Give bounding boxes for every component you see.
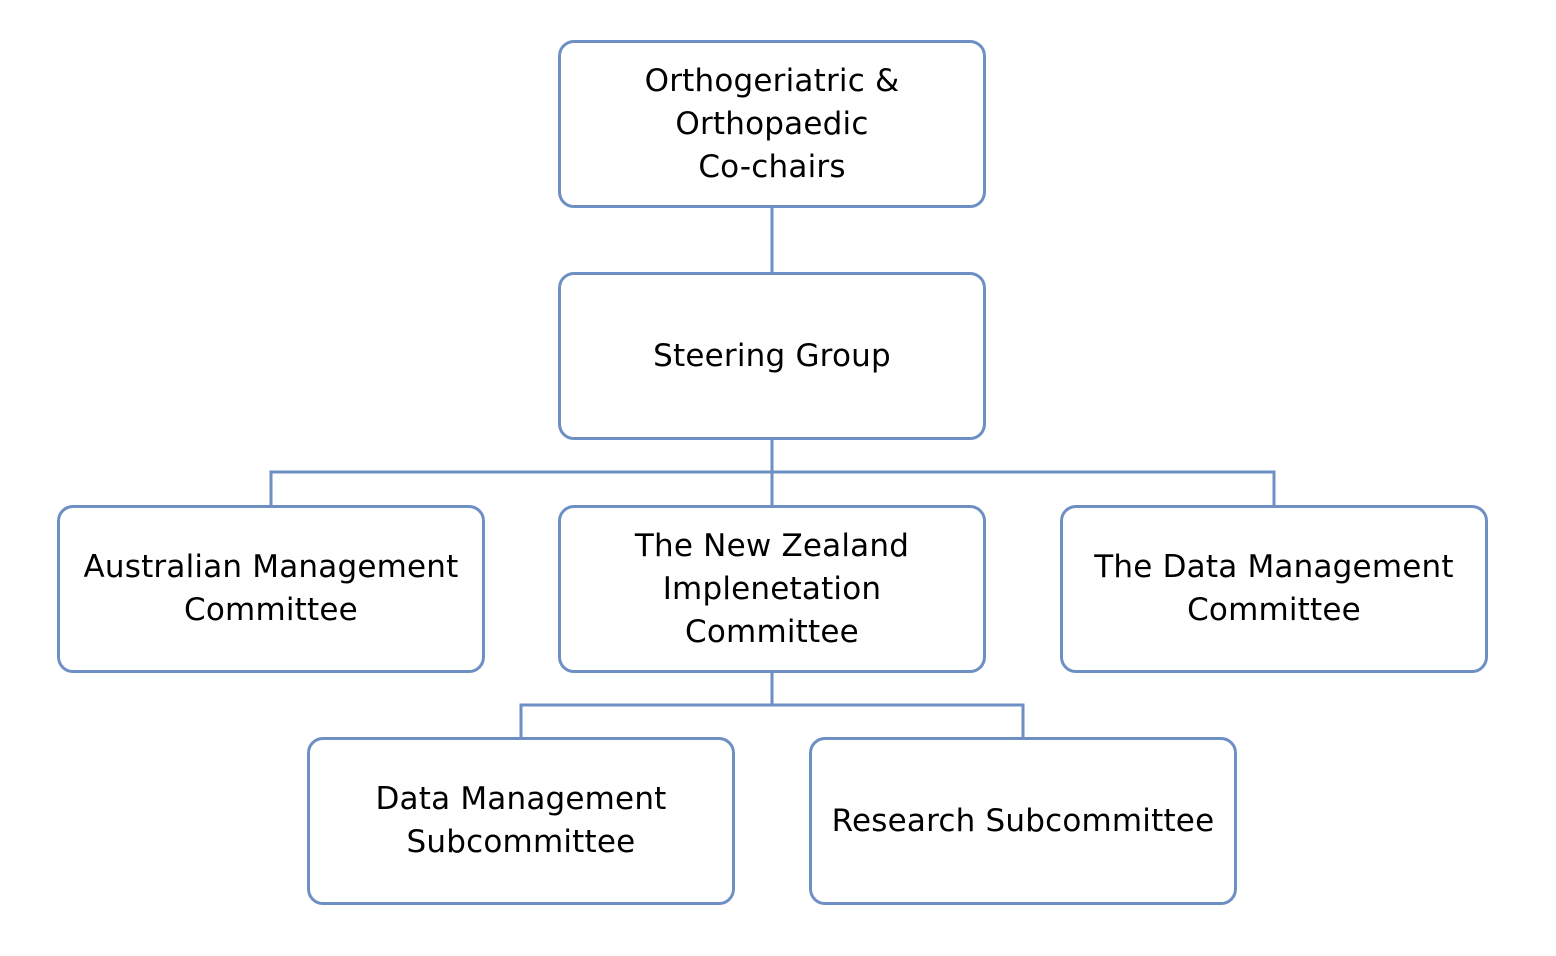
node-cochairs-label: Orthogeriatric & Orthopaedic Co-chairs	[644, 62, 900, 185]
node-cochairs: Orthogeriatric & Orthopaedic Co-chairs	[558, 40, 986, 208]
node-nz-implementation-committee-label: The New Zealand Implenetation Committee	[634, 527, 910, 650]
node-data-management-committee-label: The Data Management Committee	[1094, 549, 1454, 628]
node-research-subcommittee-label: Research Subcommittee	[831, 802, 1215, 839]
node-australian-management-committee-label: Australian Management Committee	[83, 549, 459, 628]
node-research-subcommittee: Research Subcommittee	[809, 737, 1237, 905]
node-data-management-subcommittee: Data Management Subcommittee	[307, 737, 735, 905]
node-steering-group: Steering Group	[558, 272, 986, 440]
node-data-management-subcommittee-label: Data Management Subcommittee	[375, 781, 667, 860]
node-steering-group-label: Steering Group	[653, 337, 891, 374]
node-nz-implementation-committee: The New Zealand Implenetation Committee	[558, 505, 986, 673]
node-data-management-committee: The Data Management Committee	[1060, 505, 1488, 673]
node-australian-management-committee: Australian Management Committee	[57, 505, 485, 673]
